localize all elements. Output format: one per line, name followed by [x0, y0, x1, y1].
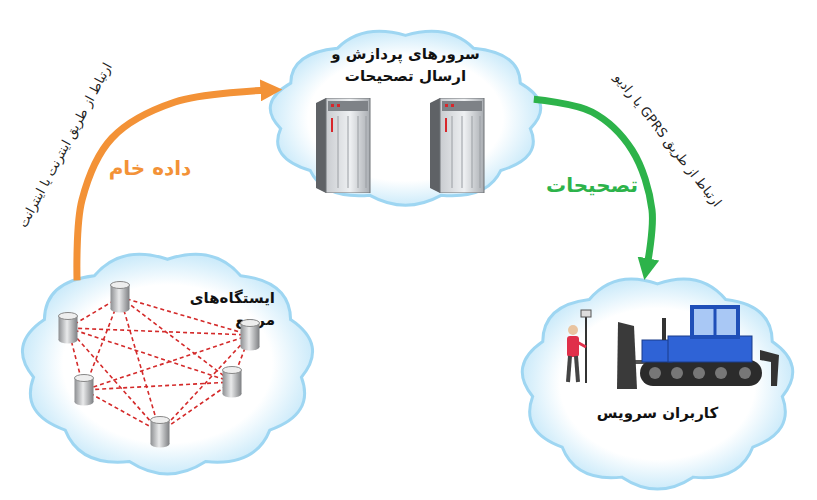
bulldozer-ripper — [760, 350, 779, 386]
track-wheel — [693, 367, 705, 379]
network-link — [232, 335, 250, 382]
exhaust-pipe — [662, 318, 666, 340]
network-link — [68, 328, 84, 390]
network-link — [68, 328, 250, 335]
station-cylinder — [59, 313, 78, 344]
server-tower — [316, 98, 370, 193]
cloud-node: سرورهای پردازش و ارسال تصحیحات — [268, 28, 543, 206]
cab-post — [714, 307, 717, 337]
bulldozer-hood — [642, 340, 672, 362]
reference-stations — [59, 282, 260, 448]
network-link — [68, 297, 120, 328]
cloud-shape — [522, 279, 792, 489]
link-note: ارتباط از طریق اینترنت یا اینترانت — [15, 60, 115, 230]
network-link — [84, 335, 250, 390]
survey-pole — [585, 316, 587, 383]
cloud-outline — [520, 275, 795, 490]
track-wheel — [671, 367, 683, 379]
server-tower — [430, 98, 484, 193]
network-link — [120, 297, 232, 382]
node-title: کاربران سرویس — [560, 403, 755, 425]
edge-label: تصحیحات — [546, 173, 638, 197]
surveyor — [567, 310, 591, 383]
station-cylinder — [223, 367, 242, 398]
network-link — [68, 328, 160, 432]
track-wheel — [715, 367, 727, 379]
person-leg — [576, 356, 578, 382]
cloud-outline — [20, 250, 315, 475]
person-leg — [568, 356, 570, 382]
person-head — [568, 325, 578, 335]
node-title: سرورهای پردازش و ارسال تصحیحات — [328, 44, 483, 88]
network-link — [160, 335, 250, 432]
servers — [316, 98, 484, 193]
bulldozer-blade — [617, 322, 637, 389]
network-link — [160, 382, 232, 432]
blade-arm — [632, 360, 662, 364]
network-link — [120, 297, 160, 432]
station-cylinder — [151, 417, 170, 448]
bulldozer-body — [668, 336, 752, 362]
cloud-shape — [22, 254, 312, 474]
network-link — [84, 297, 120, 390]
track-wheel — [649, 367, 661, 379]
bulldozer-track — [640, 360, 762, 386]
station-cylinder — [241, 320, 260, 351]
flow-arrow — [534, 99, 653, 263]
network-link — [84, 390, 160, 432]
gnss-antenna — [581, 310, 591, 317]
bulldozer — [617, 307, 779, 389]
bulldozer-cab — [692, 307, 738, 337]
track-wheel — [739, 367, 751, 379]
flow-arrow — [77, 90, 265, 280]
cloud-node: کاربران سرویس — [520, 275, 795, 490]
network-link — [84, 382, 232, 390]
cloud-shape — [270, 31, 540, 205]
station-cylinder — [111, 282, 130, 313]
station-cylinder — [75, 375, 94, 406]
person-body — [567, 336, 579, 357]
network-link — [68, 328, 232, 382]
node-text-group: ایستگاه‌های مرجع — [145, 288, 275, 332]
cloud-node: ایستگاه‌های مرجع — [20, 250, 315, 475]
node-text-group: کاربران سرویس — [560, 403, 755, 425]
person-arm — [577, 342, 586, 347]
node-text-group: سرورهای پردازش و ارسال تصحیحات — [328, 44, 483, 88]
edge-label: داده خام — [109, 156, 192, 180]
station-network — [68, 297, 250, 432]
node-title: ایستگاه‌های مرجع — [145, 288, 275, 332]
network-link — [120, 297, 250, 335]
